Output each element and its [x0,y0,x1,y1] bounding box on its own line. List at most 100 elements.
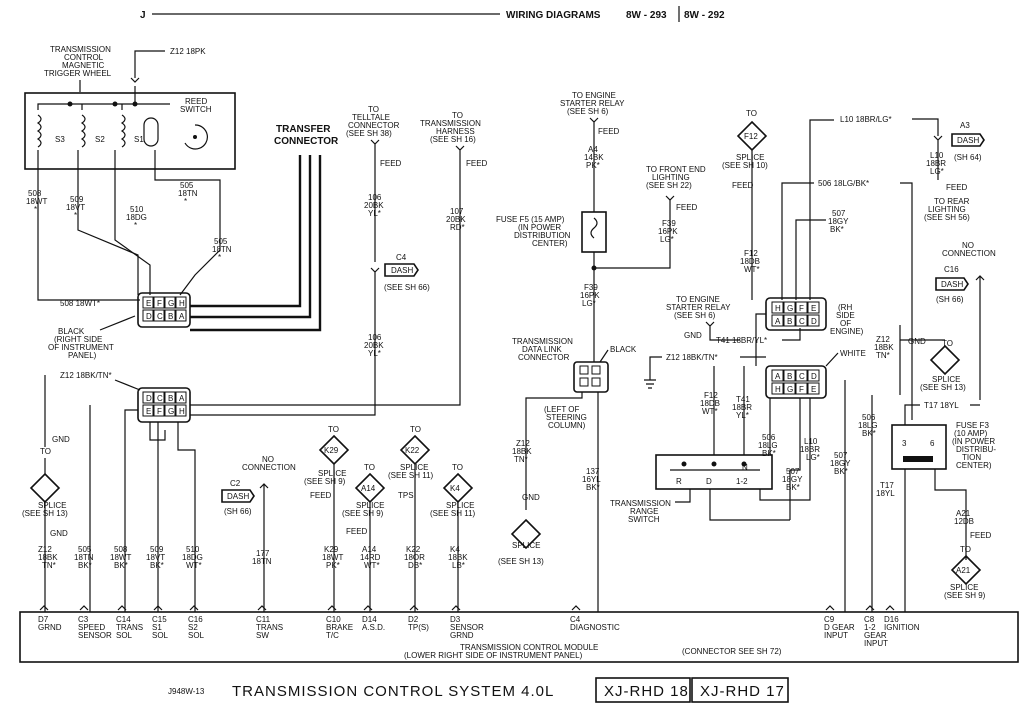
tcm-pin-label: SW [256,631,269,640]
reed-label-1: REED [185,97,207,106]
fuse-f3-2: (10 AMP) [954,429,988,438]
l10-top-run [912,118,939,136]
connector-pin [164,309,176,322]
w507b-1: 507 [786,467,800,476]
w507a-3: BK* [830,225,844,234]
rear-2: LIGHTING [928,205,966,214]
fuse-f3-pin-3: 3 [902,439,907,448]
wire-106-top [370,139,380,262]
connector-pin-label: B [787,372,792,381]
connector-pin-label: H [179,407,185,416]
tcm-pin-label: TRANS [256,623,283,632]
k4w-3: LB* [452,561,465,570]
footer-code: J948W-13 [168,687,205,696]
c16-dash-box [935,277,969,291]
black-leader [99,315,136,331]
k4-to: TO [452,463,463,472]
steering-1: (LEFT OF [544,405,580,414]
tcm-pin-label: BRAKE [326,623,353,632]
rh-4: ENGINE) [830,327,864,336]
w508c-3: BK* [114,561,128,570]
w106b-2: 20BK [364,341,384,350]
transfer-label-1: TRANSFER [276,124,331,135]
l10r-2: 18BR [926,159,946,168]
w137-3: BK* [586,483,600,492]
wire-107-run [190,225,461,406]
connector-pin-label: D [811,317,817,326]
connector-see: (CONNECTOR SEE SH 72) [682,647,782,656]
starter-2: STARTER RELAY [560,99,625,108]
w508-3: * [34,205,37,214]
f39-wire [593,200,671,269]
a4-3: PK* [586,161,600,170]
noconn2-2: CONNECTION [242,463,296,472]
harness-2: TRANSMISSION [420,119,481,128]
connector-pin-label: C [799,372,805,381]
connector-pin [783,382,796,395]
tcm-label-2: (LOWER RIGHT SIDE OF INSTRUMENT PANEL) [404,651,583,660]
w507-top-run [795,219,826,300]
splice11a-1: SPLICE [400,463,428,472]
fuse-f3-5: TION [962,453,981,462]
z12b-1: Z12 [516,439,530,448]
connector-pin-label: A [775,372,781,381]
w106b-3: YL* [368,349,381,358]
tdlc-3: CONNECTOR [518,353,570,362]
connector-pin [142,404,154,417]
trs-r: R [676,477,682,486]
tcm-pin-label: SENSOR [78,631,112,640]
trs-contact [741,461,747,467]
splice11b-1: SPLICE [446,501,474,510]
a3-label: A3 [960,121,970,130]
header-section: J [140,10,146,21]
rh-1: (RH [838,303,852,312]
starter2-3: (SEE SH 6) [674,311,716,320]
tcm-pin-label: C9 [824,615,835,624]
connector-pin-label: C [799,317,805,326]
tcm-pin-chevron [409,605,419,611]
dlc-pin [579,365,589,375]
w505a-1: 505 [180,181,194,190]
rear-1: TO REAR [934,197,970,206]
feed-1: FEED [380,159,402,168]
fuse5-1: FUSE F5 (15 AMP) [496,215,565,224]
l10b-2: 18BR [800,445,820,454]
tcm-pin-label: TP(S) [408,623,429,632]
telltale-3: CONNECTOR [348,121,400,130]
tcm-pin-chevron [363,605,373,611]
connector-pin-label: G [168,407,174,416]
connector-pin [153,296,165,309]
sh66a: (SEE SH 66) [384,283,430,292]
tcm-pin-label: SOL [116,631,133,640]
to-3: TO [942,339,953,348]
k22-to: TO [410,425,421,434]
connector-pin [153,404,165,417]
w509c-3: BK* [150,561,164,570]
f39a-1: F39 [662,219,676,228]
wire-505 [154,150,221,296]
c2-dash-box [221,489,255,503]
trigger-bus [70,86,170,105]
connector-pin-label: G [168,299,174,308]
t41b-3: YL* [736,411,749,420]
to-4: TO [960,545,971,554]
trigger-label-1: TRANSMISSION [50,45,111,54]
transmission-range-switch [655,454,773,490]
tcm-pin-label: 1-2 [864,623,876,632]
z12c-1: Z12 [38,545,52,554]
z12-top-label: Z12 18PK [170,47,206,56]
transfer-label-2: CONNECTOR [274,136,339,147]
gnd-4: GND [52,435,70,444]
coil-s3 [36,114,42,148]
coil-s3-label: S3 [55,135,65,144]
tcm-pin-chevron [153,605,163,611]
tcm-pin-chevron [885,605,895,611]
fuse-f3 [891,424,947,470]
noconn1-wire [975,275,985,400]
fuse-f3-6: CENTER) [956,461,992,470]
w508-1: 508 [28,189,42,198]
a21-1: A21 [956,509,971,518]
splice13a-2: (SEE SH 13) [498,557,544,566]
tcm-pin-chevron [189,605,199,611]
